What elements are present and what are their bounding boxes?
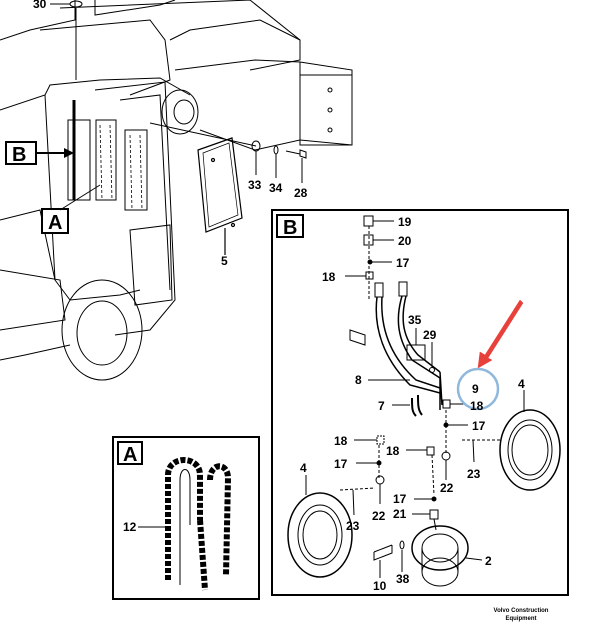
label-18: 18 — [334, 434, 348, 448]
label-4: 4 — [300, 461, 307, 475]
label-2: 2 — [485, 554, 492, 568]
label-10: 10 — [373, 579, 387, 593]
label-5: 5 — [221, 254, 228, 268]
svg-text:B: B — [12, 144, 26, 166]
highlight-circle — [456, 367, 500, 411]
label-17: 17 — [396, 256, 410, 270]
label-20: 20 — [398, 234, 412, 248]
label-17: 17 — [334, 457, 348, 471]
label-21: 21 — [393, 507, 407, 521]
label-8: 8 — [355, 373, 362, 387]
label-4: 4 — [518, 377, 525, 391]
label-9: 9 — [472, 382, 479, 396]
label-33: 33 — [248, 178, 262, 192]
label-35: 35 — [408, 313, 422, 327]
label-18: 18 — [322, 270, 336, 284]
label-18: 18 — [470, 399, 484, 413]
main-assembly — [0, 0, 353, 381]
brand-line-2: Equipment — [506, 616, 537, 622]
label-17: 17 — [393, 492, 407, 506]
svg-text:A: A — [48, 212, 62, 234]
detail-view-a: A 12 — [112, 436, 260, 600]
view-callout-b: B — [5, 100, 76, 200]
brand-line-1: Volvo Construction — [494, 608, 549, 614]
label-12: 12 — [123, 520, 137, 534]
label-7: 7 — [378, 399, 385, 413]
label-23: 23 — [346, 519, 360, 533]
item-30-washer: 30 — [33, 0, 83, 80]
main-chain — [99, 124, 143, 211]
label-28: 28 — [294, 186, 308, 200]
label-34: 34 — [269, 181, 283, 195]
label-38: 38 — [396, 572, 410, 586]
bolt-washer-set — [149, 122, 307, 183]
label-22: 22 — [372, 509, 386, 523]
detail-a-title: A — [123, 444, 137, 466]
label-22: 22 — [440, 481, 454, 495]
label-23: 23 — [467, 467, 481, 481]
red-arrow — [477, 299, 524, 369]
label-30: 30 — [33, 0, 47, 11]
detail-view-b: B — [271, 209, 569, 596]
chain-12 — [138, 457, 232, 591]
label-29: 29 — [423, 328, 437, 342]
brand-block: Volvo Construction Equipment — [494, 608, 549, 622]
label-18: 18 — [386, 444, 400, 458]
detail-b-title: B — [283, 217, 297, 239]
view-callout-a: A — [41, 184, 101, 234]
label-19: 19 — [398, 215, 412, 229]
label-17: 17 — [472, 419, 486, 433]
cover-plate-5 — [197, 137, 243, 255]
